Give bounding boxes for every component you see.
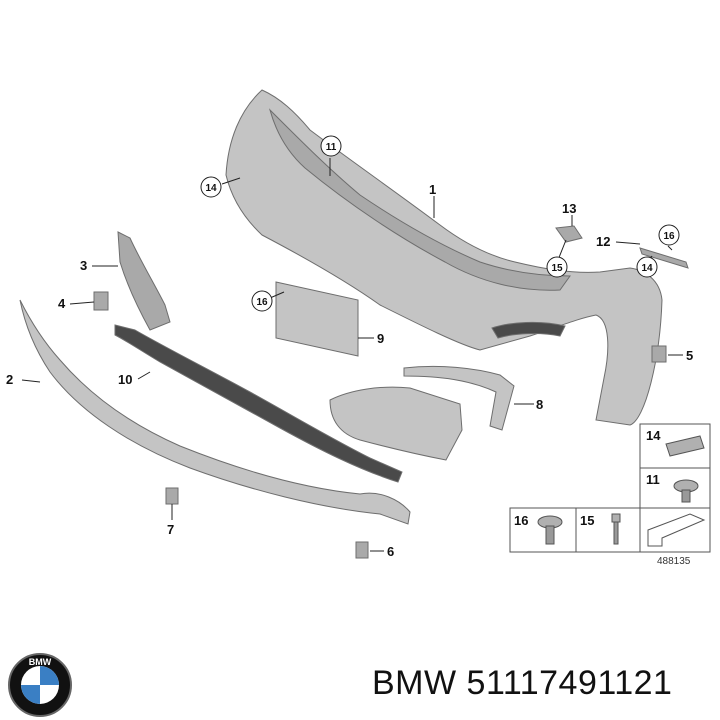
bumper-grille-opening: [491, 321, 566, 339]
lower-panel-part: [329, 386, 463, 461]
legend-box-bottom: 16 15: [509, 507, 711, 553]
callout-13: 13: [562, 201, 576, 216]
bumper-inner-edge: [269, 108, 571, 291]
svg-text:16: 16: [514, 513, 528, 528]
bmw-logo-icon: BMW: [8, 653, 72, 717]
circled-callout-16-left: 16: [251, 290, 273, 312]
svg-text:15: 15: [551, 263, 563, 274]
svg-text:16: 16: [663, 231, 675, 242]
legend-box-14: 14: [639, 423, 711, 469]
arrow-direction-icon: [647, 513, 706, 547]
small-bracket-part: [639, 247, 689, 269]
clip-7-part: [165, 487, 179, 505]
circled-callout-16-right: 16: [658, 224, 680, 246]
svg-text:16: 16: [256, 297, 268, 308]
legend-box-11: 11: [639, 467, 711, 509]
callout-4: 4: [58, 296, 66, 311]
clip-5-part: [651, 345, 667, 363]
callout-3: 3: [80, 258, 87, 273]
callout-9: 9: [377, 331, 384, 346]
svg-text:BMW: BMW: [29, 657, 52, 667]
circled-callout-11: 11: [320, 135, 342, 157]
side-trim-part: [403, 365, 515, 431]
clip-6-part: [355, 541, 369, 559]
lower-spoiler-part: [19, 299, 411, 525]
svg-text:14: 14: [641, 263, 653, 274]
clip-part: [555, 225, 583, 243]
diagram-image-number: 488135: [657, 556, 691, 567]
svg-text:14: 14: [205, 183, 217, 194]
licence-plate-bracket-part: [275, 281, 359, 357]
circled-callout-15: 15: [546, 256, 568, 278]
svg-text:11: 11: [646, 472, 660, 487]
callout-2: 2: [6, 372, 13, 387]
air-duct-grille-part: [114, 324, 403, 483]
svg-text:11: 11: [326, 142, 337, 153]
circled-callout-14-right: 14: [636, 256, 658, 278]
callout-1: 1: [429, 182, 436, 197]
callout-10: 10: [118, 372, 132, 387]
callout-6: 6: [387, 544, 394, 559]
part-number-caption: BMW 51117491121: [372, 664, 673, 702]
callout-12: 12: [596, 234, 610, 249]
screw-icon: [611, 513, 621, 523]
svg-text:14: 14: [646, 428, 661, 443]
clip-4-part: [93, 291, 109, 311]
callout-8: 8: [536, 397, 543, 412]
spring-clip-icon: [665, 435, 705, 457]
bracket-part: [117, 231, 171, 331]
circled-callout-14-top: 14: [200, 176, 222, 198]
callout-5: 5: [686, 348, 693, 363]
callout-7: 7: [167, 522, 174, 537]
svg-text:15: 15: [580, 513, 594, 528]
